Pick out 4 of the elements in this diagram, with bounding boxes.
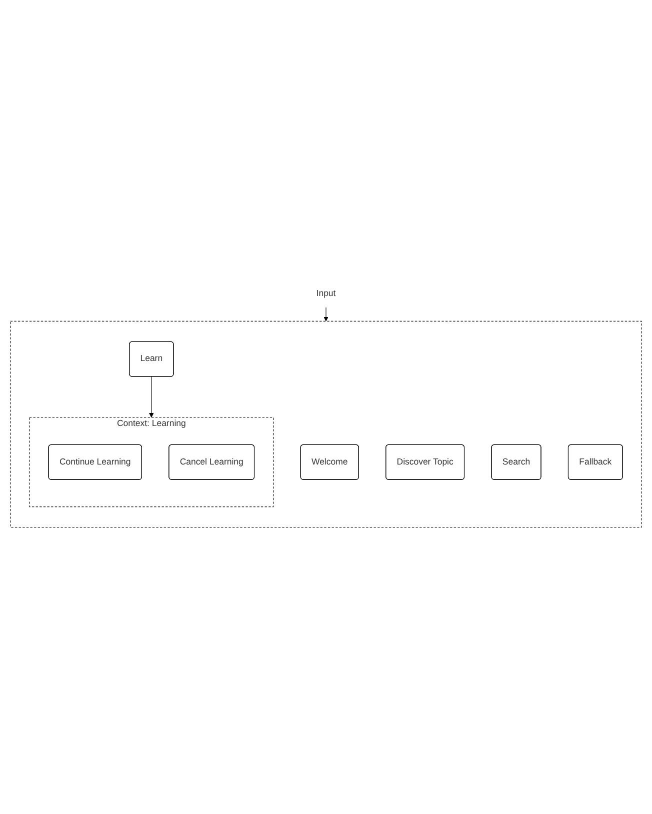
cluster xyxy=(10,320,642,528)
arrow xyxy=(149,376,154,418)
arrow xyxy=(324,306,328,322)
node-text: Input xyxy=(316,288,336,298)
